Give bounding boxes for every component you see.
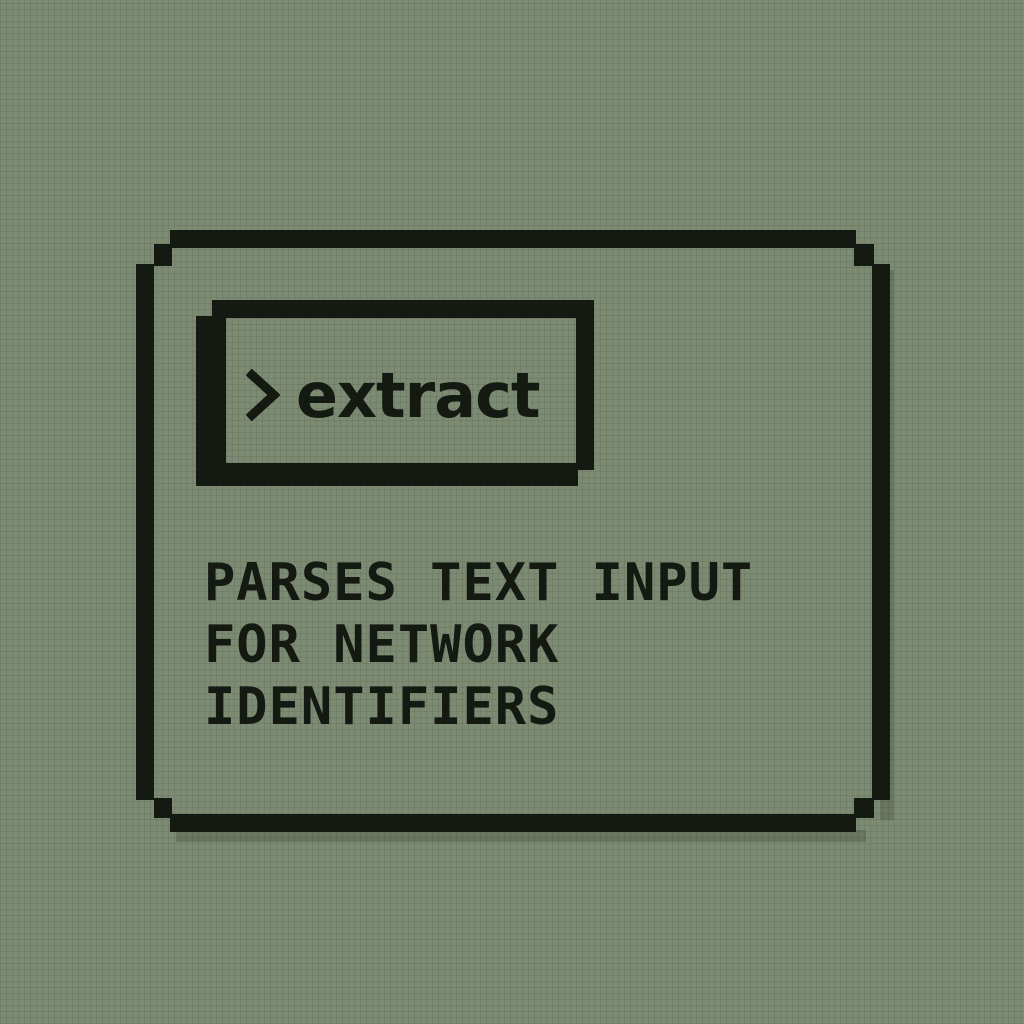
command-badge-face bbox=[226, 318, 576, 463]
frame-border bbox=[136, 230, 890, 832]
description-line-2: FOR NETWORK bbox=[204, 615, 560, 675]
description-line-3: IDENTIFIERS bbox=[204, 677, 560, 737]
command-name: extract bbox=[296, 358, 540, 432]
command-badge: extract bbox=[196, 300, 594, 486]
command-label-row: extract bbox=[246, 350, 540, 440]
description-line-1: PARSES TEXT INPUT bbox=[204, 553, 754, 613]
command-description: PARSES TEXT INPUT FOR NETWORK IDENTIFIER… bbox=[204, 552, 844, 738]
chevron-right-icon bbox=[246, 369, 280, 421]
